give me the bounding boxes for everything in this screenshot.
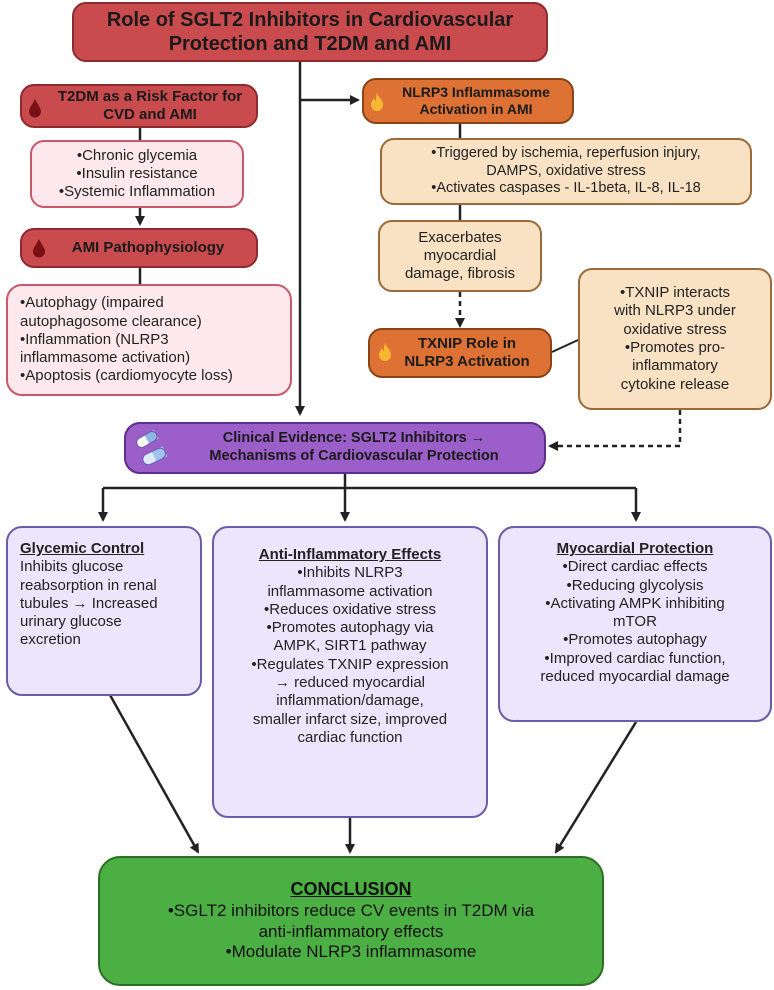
diagram-title: Role of SGLT2 Inhibitors in Cardiovascul… <box>72 2 548 62</box>
ami-pathophysiology-box: AMI Pathophysiology <box>20 228 258 268</box>
conclusion-box: CONCLUSION •SGLT2 inhibitors reduce CV e… <box>98 856 604 986</box>
blood-drop-icon <box>29 99 41 118</box>
t2dm-risk-list: •Chronic glycemia •Insulin resistance •S… <box>30 140 244 208</box>
anti-inflammatory-box: Anti-Inflammatory Effects •Inhibits NLRP… <box>212 526 488 818</box>
glycemic-control-box: Glycemic Control Inhibits glucose reabso… <box>6 526 202 696</box>
blood-drop-icon <box>33 239 45 258</box>
txnip-detail-box: •TXNIP interacts with NLRP3 under oxidat… <box>578 268 772 410</box>
exacerbates-damage-box: Exacerbates myocardial damage, fibrosis <box>378 220 542 292</box>
nlrp3-trigger-box: •Triggered by ischemia, reperfusion inju… <box>380 138 752 205</box>
arrow-myocardial-to-conclusion <box>554 721 638 854</box>
pills-icon <box>136 429 168 466</box>
arrow-detail-to-clinical <box>548 410 682 451</box>
t2dm-risk-factor-box: T2DM as a Risk Factor for CVD and AMI <box>20 84 258 128</box>
flame-icon <box>379 343 391 361</box>
ami-pathophysiology-list: •Autophagy (impaired autophagosome clear… <box>6 284 292 396</box>
arrow-glycemic-to-conclusion <box>108 694 200 854</box>
nlrp3-activation-box: NLRP3 Inflammasome Activation in AMI <box>362 78 574 124</box>
clinical-evidence-box: Clinical Evidence: SGLT2 Inhibitors → Me… <box>124 422 546 474</box>
flame-icon <box>371 93 383 111</box>
connector-txnip-to-detail <box>551 339 579 353</box>
txnip-role-box: TXNIP Role in NLRP3 Activation <box>368 328 552 378</box>
myocardial-protection-box: Myocardial Protection •Direct cardiac ef… <box>498 526 772 722</box>
